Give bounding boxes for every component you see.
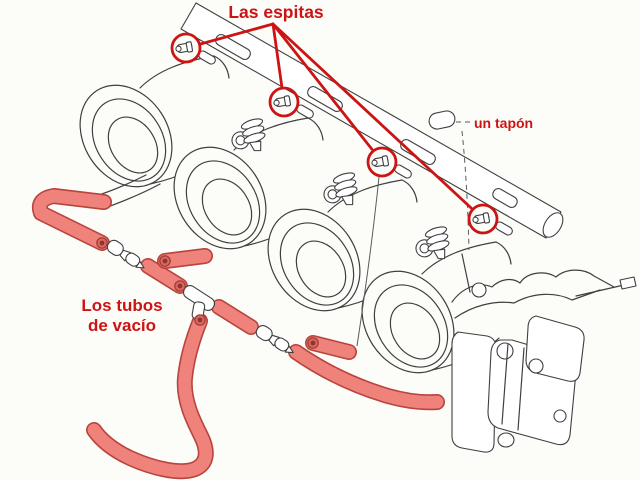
spigot-markers-layer [170,22,499,235]
hose-open-ends [96,237,319,349]
check-valve-2 [253,322,298,359]
spigot-pointer-line [200,22,275,46]
spigot-pointer-line [271,22,284,88]
j-shaped-hose [86,313,214,480]
check-valve-1 [104,237,149,274]
spigot-nipple [273,95,292,108]
spigot-marker-circle [268,86,300,118]
label-un-tapon: un tapón [474,115,533,131]
plug-position-line [461,130,470,251]
hose-segment-2 [211,299,259,335]
loose-hose-segment [157,248,213,269]
spigot-pointer-line [271,22,374,151]
spigot-nipple [175,41,194,54]
label-de-vacio: de vacío [88,316,156,335]
hairpin-hose [31,188,112,251]
plug-shape [428,110,456,130]
label-las-espitas: Las espitas [228,2,324,22]
rail-slot [492,188,518,208]
throttle-actuator-assembly [451,253,637,453]
spigot-nipple [371,155,390,168]
label-los-tubos: Los tubos [81,296,162,315]
vacuum-hoses [31,188,445,480]
spigot-nipple [472,212,491,225]
hose-segment-1 [140,258,188,294]
spigot-nipples-layer [175,41,513,236]
spigot-marker-circle [170,32,202,64]
spigot-marker-circle [366,146,398,178]
plug-part [428,110,470,251]
spigot-hose-leader [356,176,380,347]
long-hose [288,344,445,411]
rail-slot [215,34,251,60]
hose-stub [305,335,357,360]
spigot-marker-circle [467,203,499,235]
spigot-pointer-line [271,22,473,210]
